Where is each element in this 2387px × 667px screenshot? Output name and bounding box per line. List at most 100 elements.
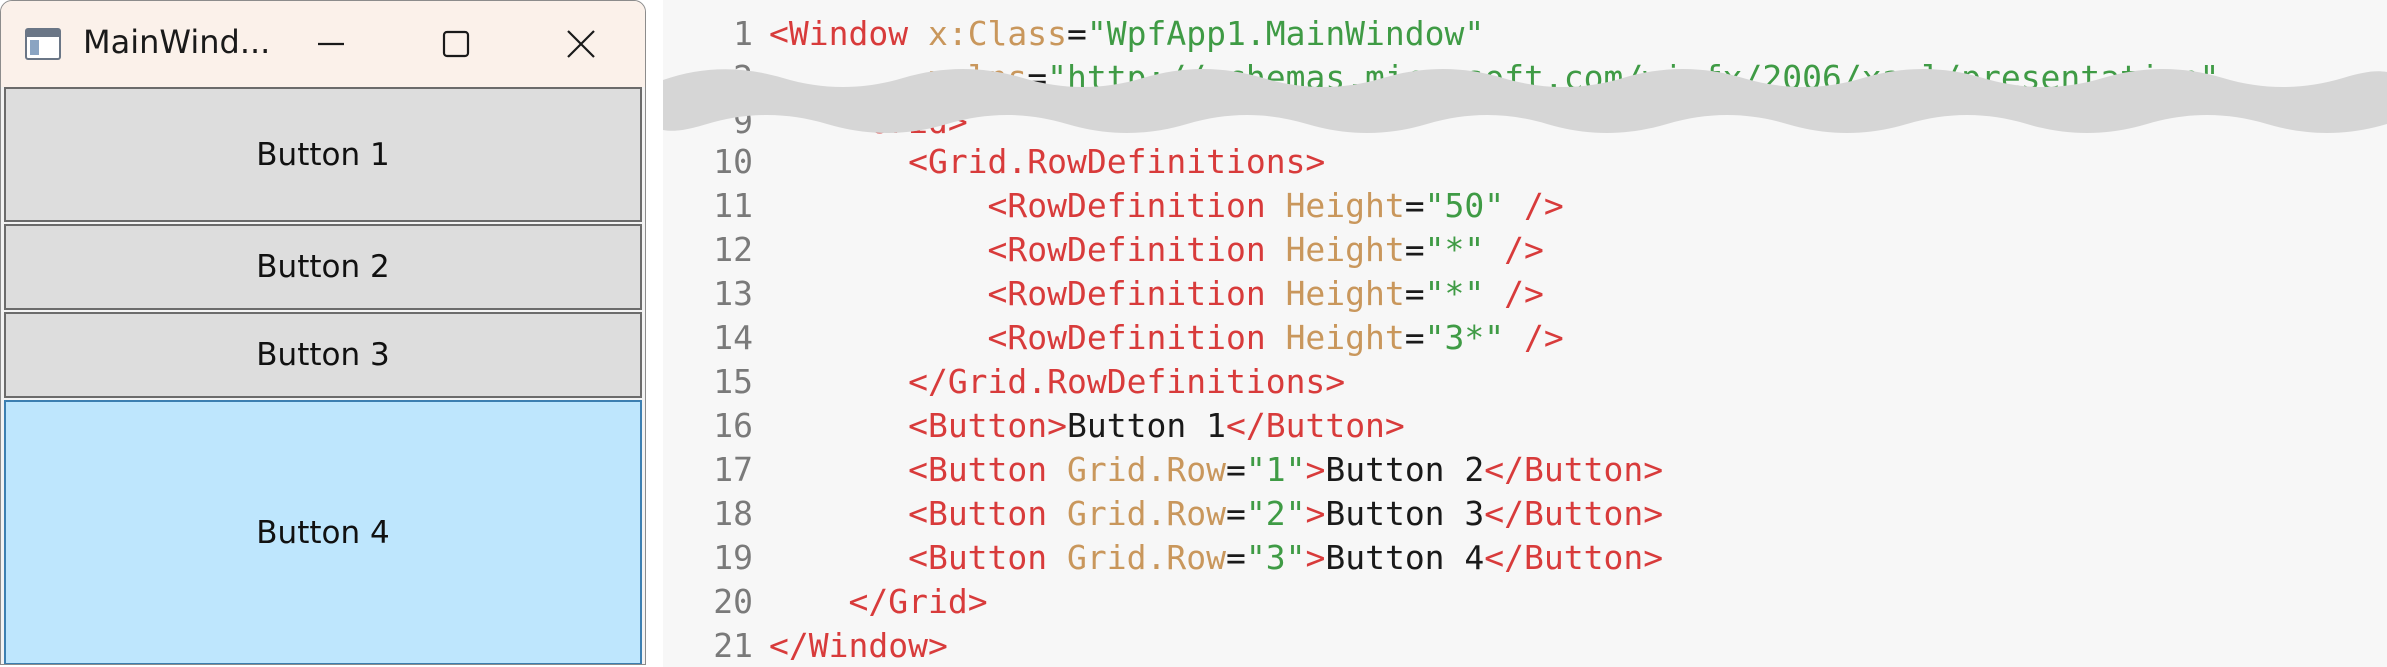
line-number: 17 bbox=[713, 450, 753, 489]
line-number: 20 bbox=[713, 582, 753, 621]
code-text: </Window> bbox=[769, 624, 948, 667]
button-1[interactable]: Button 1 bbox=[4, 87, 642, 222]
code-token-tag: </Grid> bbox=[848, 582, 988, 621]
code-token-plain bbox=[769, 186, 988, 225]
code-token-val: "3*" bbox=[1424, 318, 1505, 357]
code-token-plain: Button 1 bbox=[1067, 406, 1226, 445]
code-token-plain: Button 4 bbox=[1325, 538, 1485, 577]
code-text: <Button Grid.Row="1">Button 2</Button> bbox=[769, 448, 1663, 492]
code-token-tag: /> bbox=[1504, 186, 1564, 225]
code-token-plain: = bbox=[1225, 538, 1246, 577]
code-token-tag: <RowDefinition bbox=[987, 274, 1286, 313]
code-token-val: "2" bbox=[1245, 494, 1306, 533]
code-token-attr: Grid.Row bbox=[1067, 538, 1226, 577]
code-text: <Button>Button 1</Button> bbox=[769, 404, 1405, 448]
code-token-plain bbox=[769, 494, 908, 533]
omitted-lines-tear bbox=[663, 69, 2387, 133]
code-token-attr: Grid.Row bbox=[1067, 494, 1226, 533]
button-3[interactable]: Button 3 bbox=[4, 312, 642, 398]
code-token-plain: = bbox=[1404, 230, 1425, 269]
code-token-plain bbox=[769, 230, 988, 269]
code-token-plain bbox=[769, 450, 908, 489]
code-text: <RowDefinition Height="*" /> bbox=[769, 272, 1544, 316]
code-text: <RowDefinition Height="50" /> bbox=[769, 184, 1564, 228]
code-token-tag: /> bbox=[1484, 274, 1544, 313]
code-token-plain: = bbox=[1404, 186, 1425, 225]
code-text: <Grid.RowDefinitions> bbox=[769, 140, 1325, 184]
code-token-plain: = bbox=[1404, 274, 1425, 313]
code-token-tag: <Button bbox=[908, 450, 1068, 489]
code-text: <Button Grid.Row="2">Button 3</Button> bbox=[769, 492, 1663, 536]
window-title: MainWind... bbox=[83, 23, 271, 61]
line-number: 11 bbox=[713, 186, 753, 225]
code-text: <Window x:Class="WpfApp1.MainWindow" bbox=[769, 12, 1484, 56]
button-2[interactable]: Button 2 bbox=[4, 224, 642, 310]
button-2-label: Button 2 bbox=[256, 249, 390, 285]
button-4[interactable]: Button 4 bbox=[4, 400, 642, 664]
code-token-tag: <Button bbox=[908, 538, 1068, 577]
code-token-tag: <Grid.RowDefinitions> bbox=[908, 142, 1326, 181]
code-token-val: "1" bbox=[1245, 450, 1306, 489]
code-token-plain: = bbox=[1225, 450, 1246, 489]
code-token-plain bbox=[769, 142, 908, 181]
code-token-plain bbox=[769, 362, 908, 401]
code-token-tag: </Window> bbox=[769, 626, 948, 665]
window-client-grid: Button 1 Button 2 Button 3 Button 4 bbox=[1, 87, 645, 664]
code-token-attr: Height bbox=[1285, 186, 1405, 225]
code-text: </Grid> bbox=[769, 580, 988, 624]
maximize-icon bbox=[442, 30, 470, 58]
code-token-attr: Height bbox=[1285, 274, 1405, 313]
wpf-main-window: MainWind... Button 1 bbox=[0, 0, 646, 665]
code-token-tag: > bbox=[1305, 538, 1326, 577]
line-number: 10 bbox=[713, 142, 753, 181]
button-3-label: Button 3 bbox=[256, 337, 390, 373]
line-number: 12 bbox=[713, 230, 753, 269]
code-token-val: "*" bbox=[1424, 274, 1485, 313]
code-token-tag: > bbox=[1305, 450, 1326, 489]
code-token-attr: Height bbox=[1285, 318, 1405, 357]
maximize-button[interactable] bbox=[416, 15, 496, 73]
button-1-label: Button 1 bbox=[256, 136, 390, 173]
title-bar[interactable]: MainWind... bbox=[1, 1, 645, 87]
window-app-icon bbox=[25, 28, 61, 60]
code-token-tag: <Button bbox=[908, 494, 1068, 533]
xaml-code-panel: 1<Window x:Class="WpfApp1.MainWindow"2 x… bbox=[663, 0, 2387, 667]
code-text: <RowDefinition Height="3*" /> bbox=[769, 316, 1564, 360]
code-token-plain bbox=[769, 274, 988, 313]
code-token-val: "WpfApp1.MainWindow" bbox=[1086, 14, 1485, 53]
code-token-tag: > bbox=[1305, 494, 1326, 533]
code-token-tag: <Button> bbox=[908, 406, 1068, 445]
code-token-plain bbox=[769, 406, 908, 445]
line-number: 14 bbox=[713, 318, 753, 357]
code-token-attr: x:Class bbox=[927, 14, 1068, 53]
button-4-label: Button 4 bbox=[256, 514, 390, 551]
minimize-icon bbox=[318, 42, 344, 46]
code-token-tag: /> bbox=[1484, 230, 1544, 269]
code-token-plain: = bbox=[1225, 494, 1246, 533]
code-text: <Button Grid.Row="3">Button 4</Button> bbox=[769, 536, 1663, 580]
code-token-tag: </Grid.RowDefinitions> bbox=[908, 362, 1346, 401]
code-token-val: "50" bbox=[1424, 186, 1505, 225]
code-token-plain bbox=[769, 318, 988, 357]
close-button[interactable] bbox=[541, 15, 621, 73]
code-text: </Grid.RowDefinitions> bbox=[769, 360, 1345, 404]
code-token-plain: Button 2 bbox=[1325, 450, 1485, 489]
code-token-tag: <RowDefinition bbox=[987, 230, 1286, 269]
code-text: <RowDefinition Height="*" /> bbox=[769, 228, 1544, 272]
line-number: 16 bbox=[713, 406, 753, 445]
line-number: 21 bbox=[713, 626, 753, 665]
code-token-plain bbox=[769, 538, 908, 577]
code-token-tag: </Button> bbox=[1484, 450, 1664, 489]
close-icon bbox=[567, 30, 595, 58]
line-number: 19 bbox=[713, 538, 753, 577]
line-number: 1 bbox=[733, 14, 753, 53]
code-token-plain: = bbox=[1404, 318, 1425, 357]
code-token-attr: Height bbox=[1285, 230, 1405, 269]
code-token-tag: <RowDefinition bbox=[987, 318, 1286, 357]
code-token-tag: <RowDefinition bbox=[987, 186, 1286, 225]
code-token-tag: </Button> bbox=[1225, 406, 1405, 445]
code-token-tag: </Button> bbox=[1484, 538, 1664, 577]
minimize-button[interactable] bbox=[291, 15, 371, 73]
code-token-tag: </Button> bbox=[1484, 494, 1664, 533]
